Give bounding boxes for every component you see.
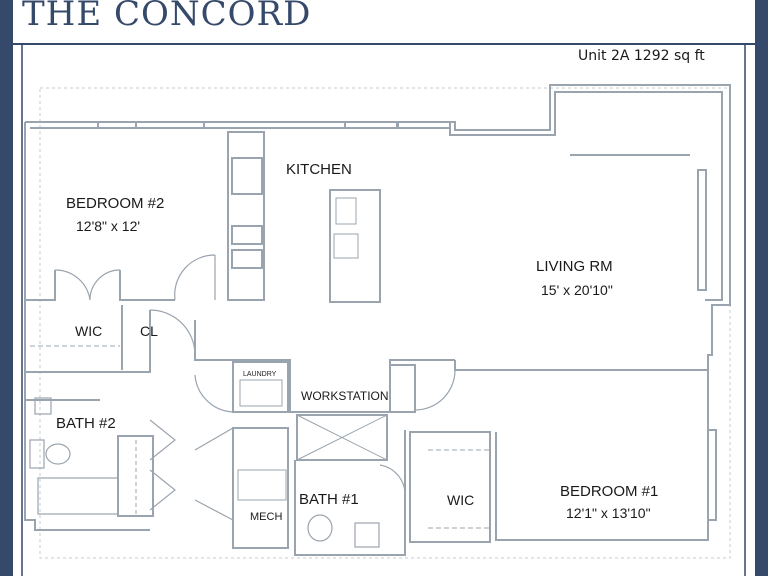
dishwasher xyxy=(335,197,357,225)
room-label-mech: MECH xyxy=(250,511,282,523)
bath2-closet xyxy=(117,435,154,517)
corridor-wall xyxy=(194,320,455,413)
room-size-living: 15' x 20'10" xyxy=(541,282,613,298)
room-size-bedroom1: 12'1" x 13'10" xyxy=(566,505,651,521)
door-swing xyxy=(54,269,91,301)
toilet-tank xyxy=(29,439,45,469)
window xyxy=(135,121,205,129)
walls xyxy=(24,84,731,556)
shower xyxy=(296,414,388,461)
door-swing xyxy=(414,369,456,411)
room-label-wic-right: WIC xyxy=(447,492,474,508)
interior-wall-line xyxy=(30,91,723,301)
bedroom2-south-wall xyxy=(25,270,175,301)
bathtub xyxy=(37,477,119,515)
room-size-bedroom2: 12'8" x 12' xyxy=(76,218,140,234)
room-label-bedroom1: BEDROOM #1 xyxy=(560,483,658,500)
door-swing xyxy=(379,464,406,496)
window xyxy=(707,429,717,521)
wic-right-room xyxy=(409,431,491,543)
room-label-living: LIVING RM xyxy=(536,258,613,275)
hvac-unit xyxy=(237,469,287,501)
room-label-closet: CL xyxy=(140,323,158,339)
window xyxy=(397,121,451,129)
room-label-workstation: WORKSTATION xyxy=(301,389,389,403)
door-swing xyxy=(89,269,121,301)
room-label-bath1: BATH #1 xyxy=(299,491,359,508)
room-label-wic-left: WIC xyxy=(75,323,102,339)
bath2-sink xyxy=(34,397,52,415)
frame-left-border xyxy=(0,0,13,576)
washer-dryer xyxy=(239,379,283,407)
mech-room xyxy=(232,427,289,549)
refrigerator xyxy=(231,157,263,195)
island-sink xyxy=(333,233,359,259)
toilet xyxy=(45,443,71,465)
bedroom1-north-wall xyxy=(454,360,708,371)
window xyxy=(97,121,137,129)
bifold-doors xyxy=(149,419,176,511)
cooktop xyxy=(231,225,263,245)
room-label-bath2: BATH #2 xyxy=(56,415,116,432)
property-outline xyxy=(39,87,731,559)
kitchen-island xyxy=(329,189,381,303)
mech-doors xyxy=(194,427,234,521)
bath1-sink xyxy=(354,522,380,548)
oven xyxy=(231,249,263,269)
plan-sheet xyxy=(13,40,755,576)
room-label-kitchen: KITCHEN xyxy=(286,161,352,178)
kitchen-counter xyxy=(227,131,265,301)
laundry-room xyxy=(232,361,289,413)
toilet xyxy=(307,514,333,542)
window xyxy=(344,121,398,129)
exterior-wall-left xyxy=(24,122,150,531)
window xyxy=(697,169,707,291)
door-swing xyxy=(194,374,234,413)
exterior-wall-top-right xyxy=(25,84,731,541)
wic-cl-wall xyxy=(25,310,151,373)
room-label-laundry: LAUNDRY xyxy=(243,371,277,378)
building-title: THE CONCORD xyxy=(22,0,312,34)
unit-info: Unit 2A 1292 sq ft xyxy=(578,48,705,64)
door-swing xyxy=(174,254,216,301)
room-label-bedroom2: BEDROOM #2 xyxy=(66,195,164,212)
frame-right-border xyxy=(755,0,768,576)
wall-segment xyxy=(390,364,416,413)
shower-mark xyxy=(296,414,388,461)
